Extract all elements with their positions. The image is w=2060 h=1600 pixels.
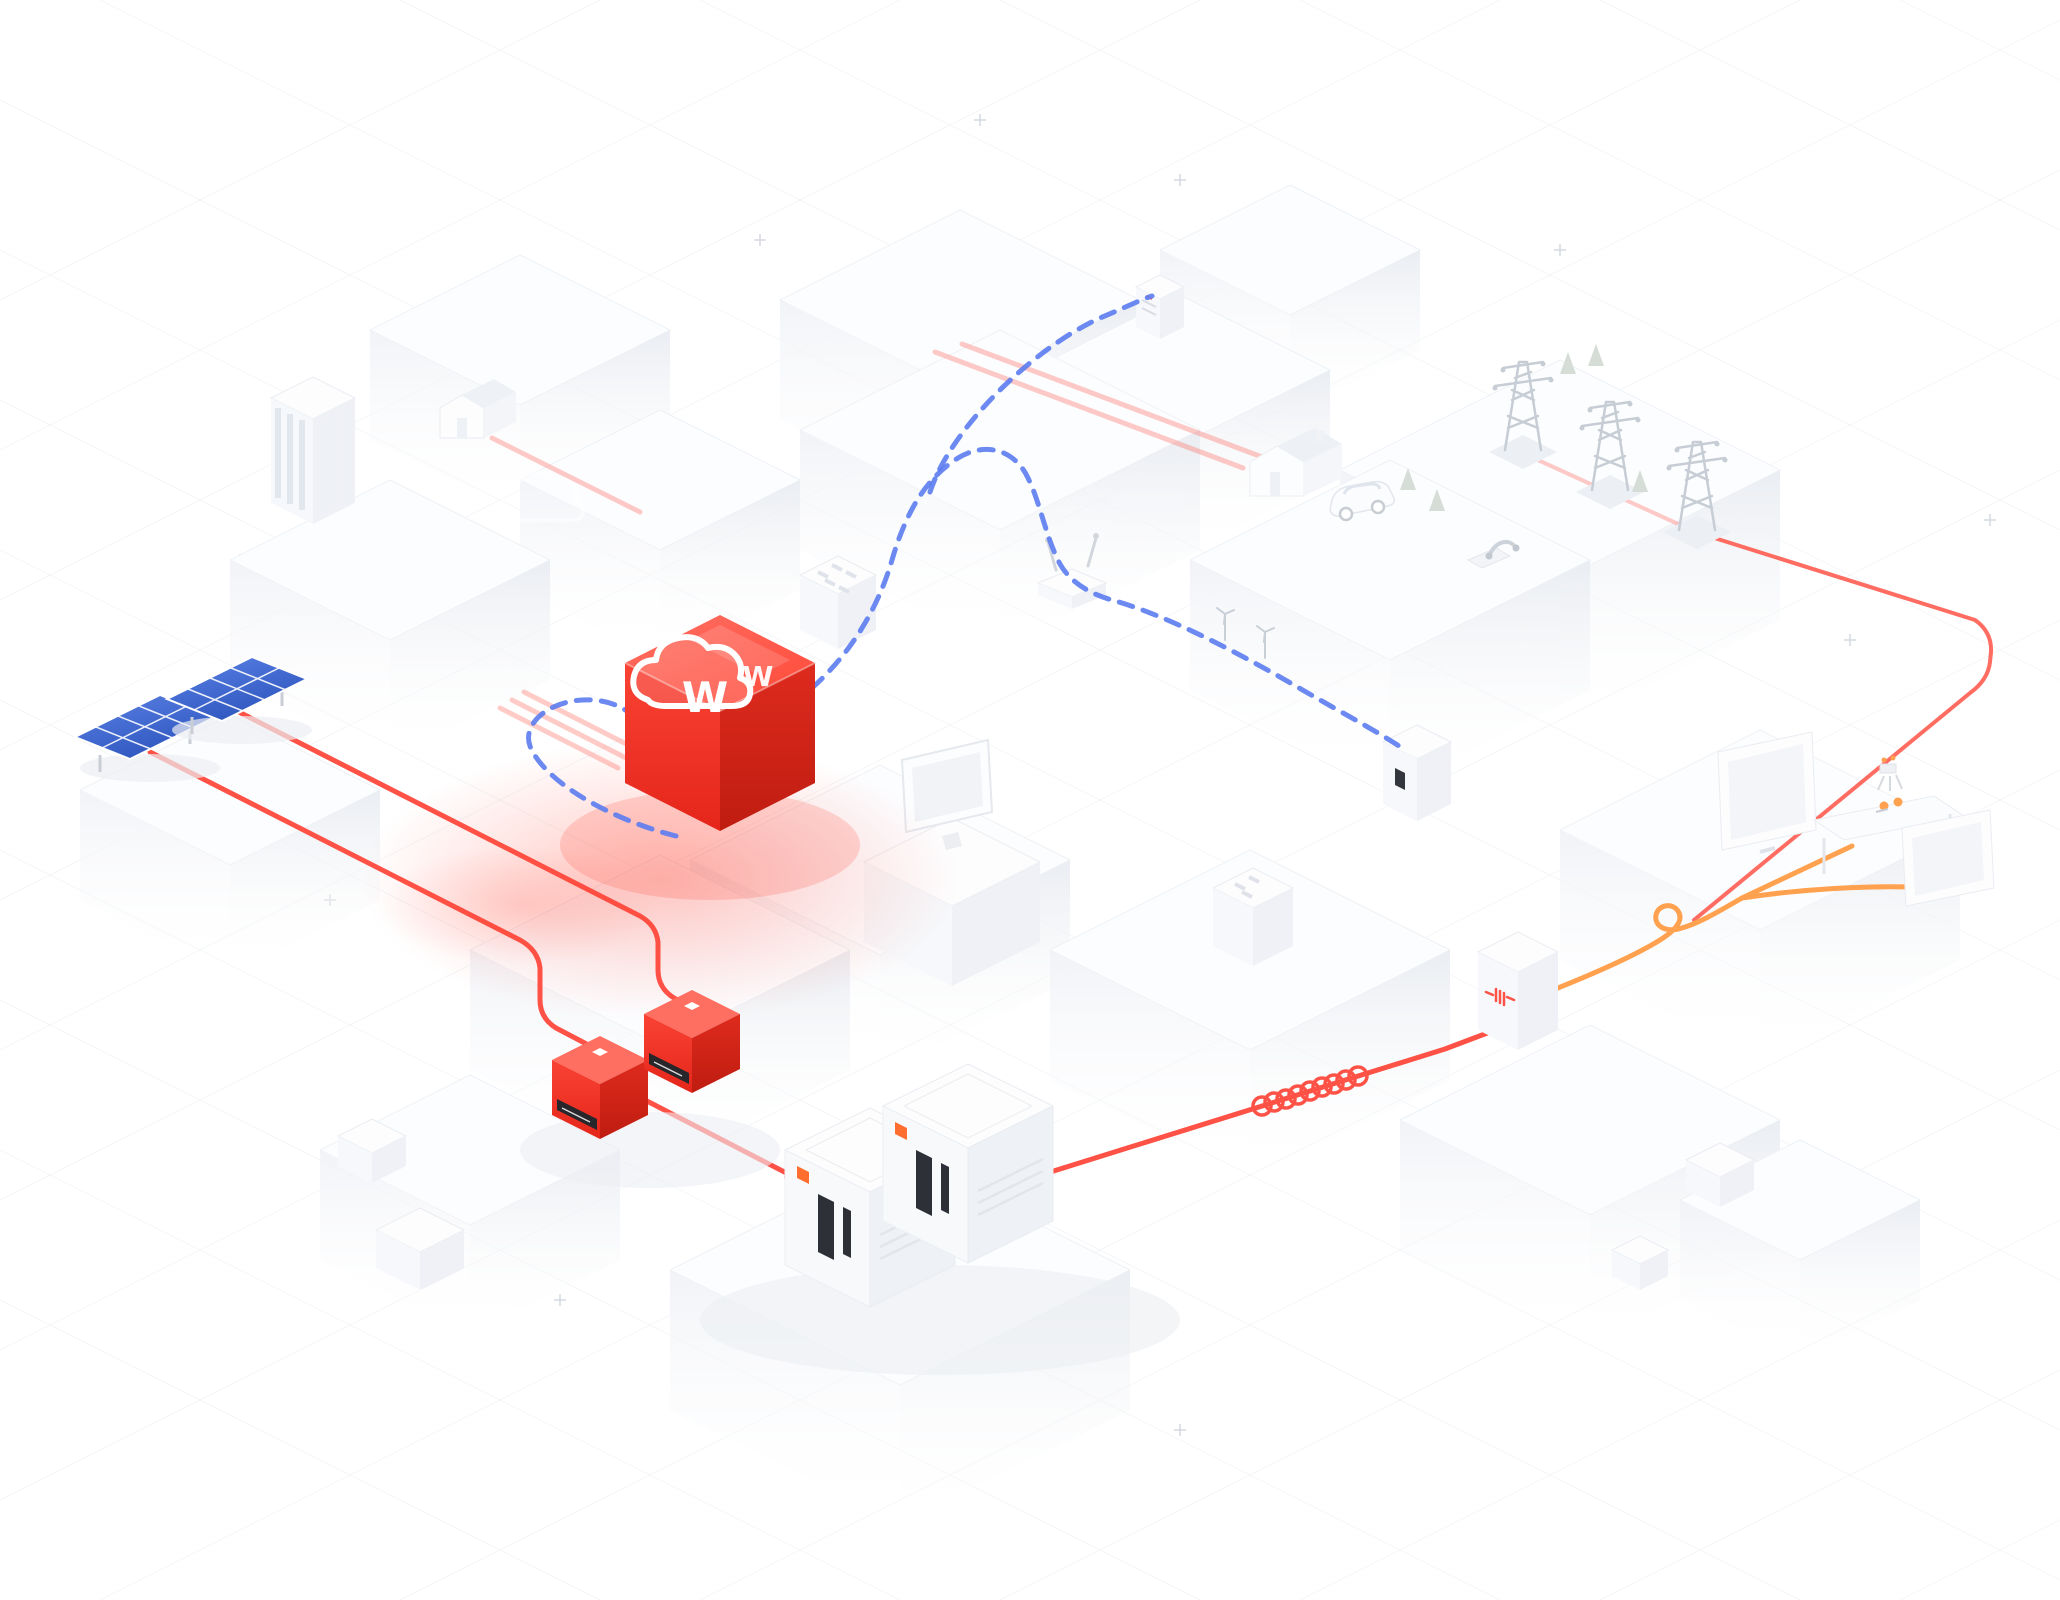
grid-connection-cabinet bbox=[1476, 931, 1560, 1050]
wind-pole-icon bbox=[1216, 607, 1275, 659]
gateway-cabinet bbox=[1381, 724, 1453, 821]
solar-array-2 bbox=[164, 655, 312, 744]
wifi-router bbox=[1036, 533, 1108, 609]
battery-shadow bbox=[700, 1265, 1180, 1375]
cloud-data-link-meter bbox=[927, 293, 1155, 495]
battery-cabinet-2 bbox=[881, 1063, 1055, 1264]
logo-letter: W bbox=[682, 673, 728, 722]
cube-glow bbox=[360, 740, 960, 1020]
flex-power-line bbox=[1550, 843, 1855, 993]
inductor-coil-2 bbox=[1251, 1065, 1369, 1117]
control-cabinet bbox=[798, 555, 878, 649]
display-screen-2 bbox=[1901, 809, 1995, 907]
cloud-data-link-loop bbox=[526, 697, 679, 839]
cloud-data-link-main bbox=[809, 446, 1405, 751]
sensor-tripod bbox=[1877, 755, 1903, 791]
inverter-1 bbox=[552, 1036, 648, 1139]
cloud-logo-icon: W W bbox=[499, 469, 774, 722]
solar-array-1 bbox=[72, 693, 220, 782]
display-screen-1 bbox=[1717, 731, 1817, 854]
logo-letter: W bbox=[743, 660, 774, 693]
grid-power-line bbox=[1692, 533, 1994, 922]
service-robot bbox=[1466, 539, 1520, 569]
inverter-shadow bbox=[520, 1112, 780, 1188]
electric-car bbox=[1329, 480, 1396, 522]
cloud-platform-cube: W W bbox=[499, 469, 816, 831]
house-with-ev bbox=[1216, 428, 1445, 659]
small-house bbox=[439, 379, 516, 439]
inverter-2 bbox=[644, 990, 740, 1093]
tree-icon bbox=[1560, 344, 1648, 492]
smart-meter-device bbox=[1134, 274, 1186, 339]
office-building bbox=[269, 376, 357, 524]
scatter-cubes bbox=[336, 1118, 1756, 1290]
meter-cabinet bbox=[1211, 867, 1295, 966]
tree-icon bbox=[1400, 468, 1445, 511]
transmission-towers bbox=[1489, 344, 1731, 549]
